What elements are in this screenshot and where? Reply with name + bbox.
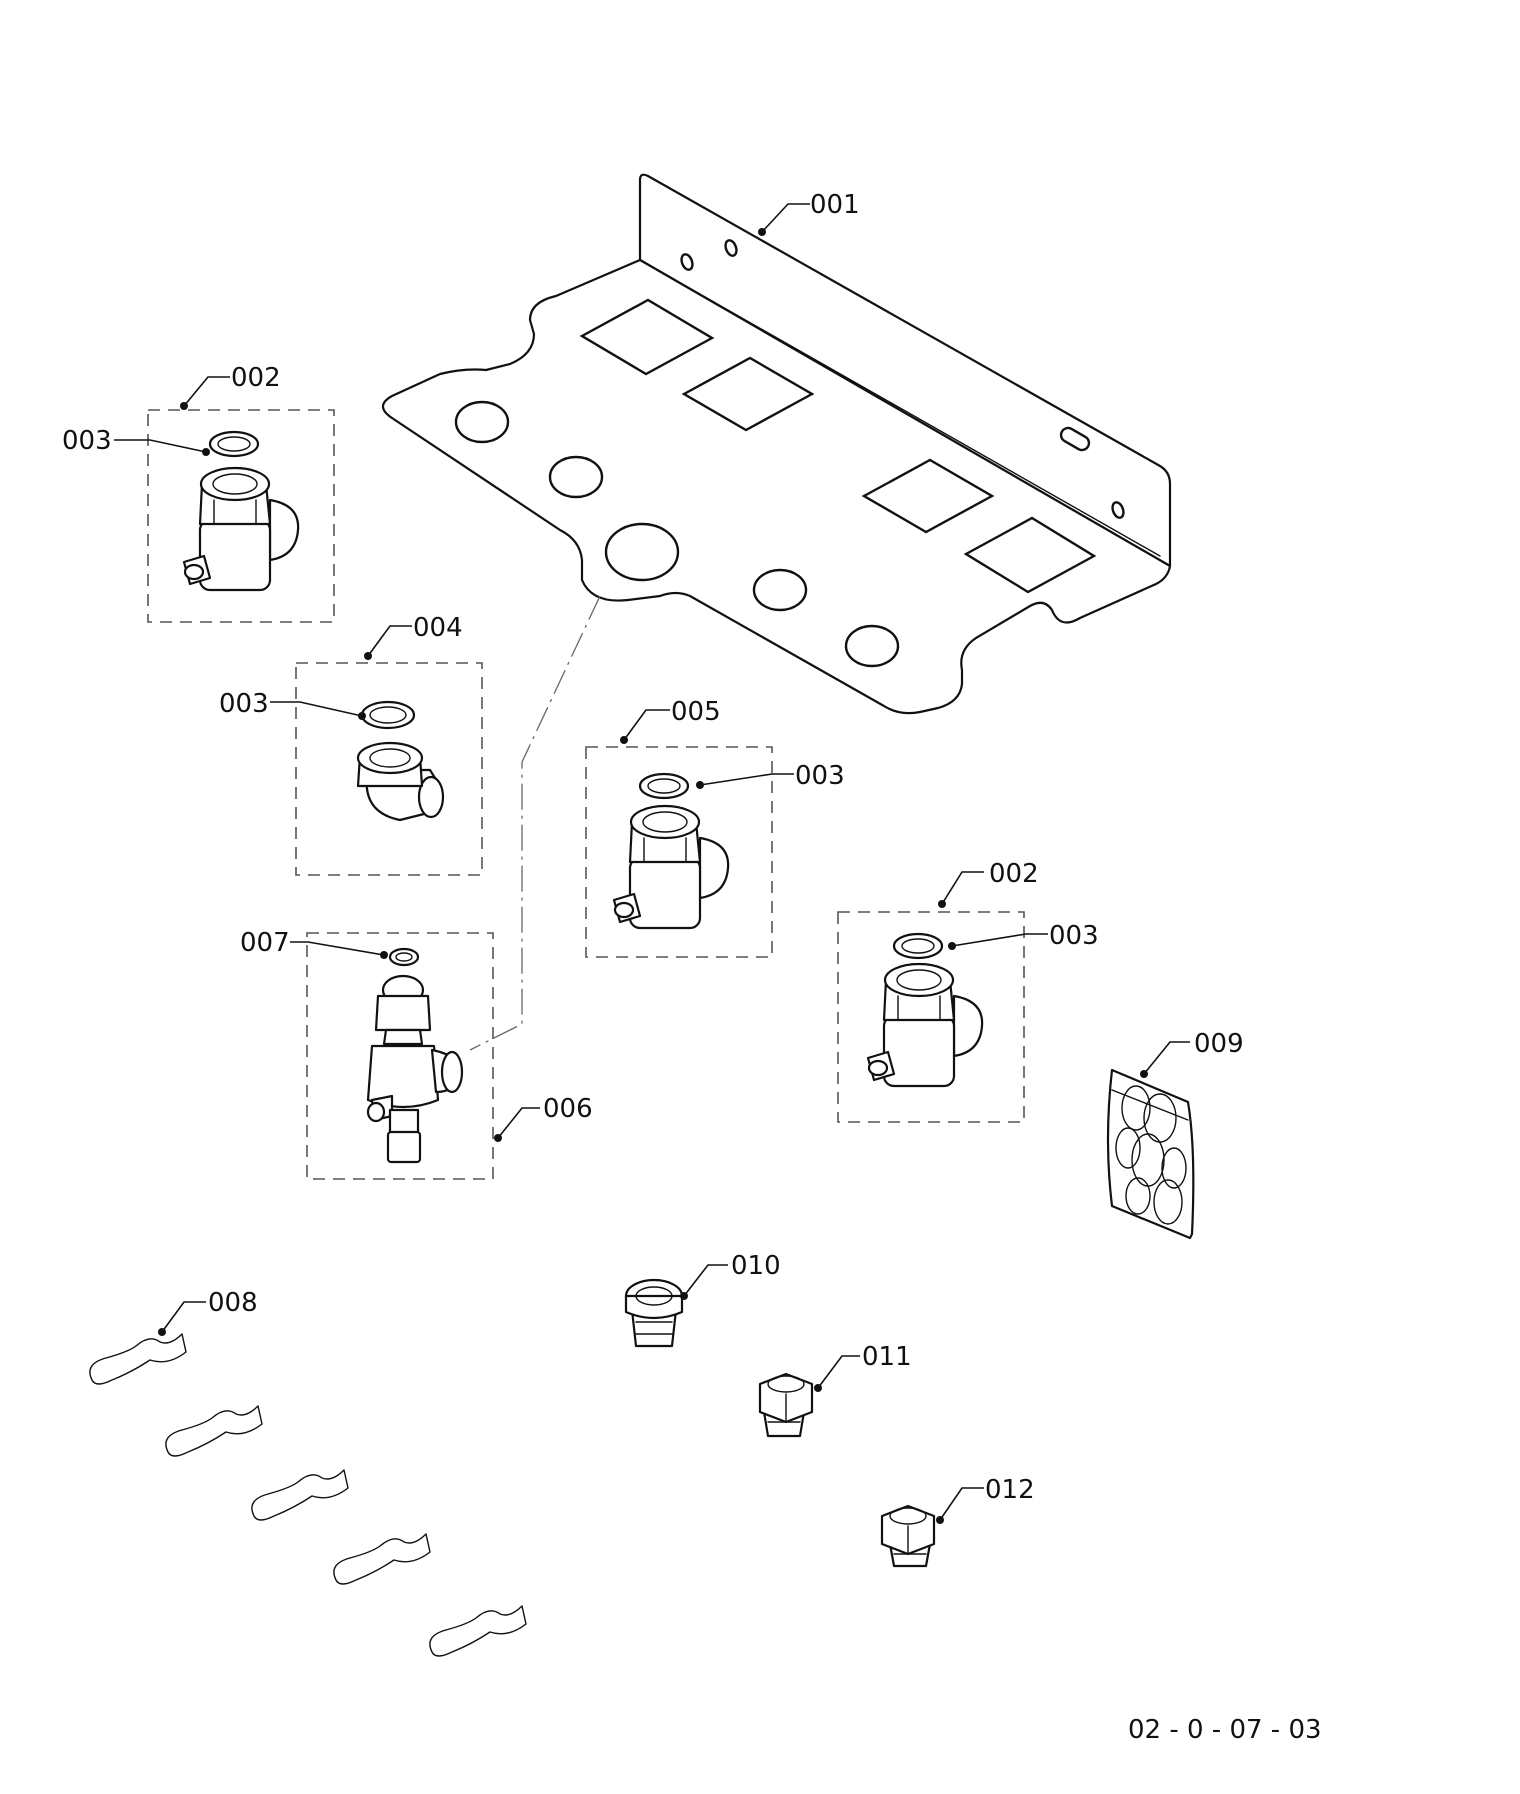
callout-012: 012 (985, 1475, 1035, 1505)
part-009-seal-kit-bag (1106, 1068, 1195, 1240)
callout-008: 008 (208, 1288, 258, 1318)
leader-lines (114, 203, 1190, 1524)
part-005-ball-valve (612, 772, 730, 930)
callout-002-top: 002 (231, 363, 281, 393)
callout-010: 010 (731, 1251, 781, 1281)
callout-001: 001 (810, 190, 860, 220)
group-box-002-top (147, 409, 335, 623)
callout-004: 004 (413, 613, 463, 643)
callout-003-b: 003 (219, 689, 269, 719)
part-006-valve (366, 947, 464, 1164)
callout-005: 005 (671, 697, 721, 727)
callout-003-a: 003 (62, 426, 112, 456)
callout-009: 009 (1194, 1029, 1244, 1059)
group-box-002-right (837, 911, 1025, 1123)
drawing-number: 02 - 0 - 07 - 03 (1128, 1715, 1322, 1745)
group-box-004 (295, 662, 483, 876)
callout-003-c: 003 (795, 761, 845, 791)
callout-003-d: 003 (1049, 921, 1099, 951)
assembly-center-line (469, 595, 601, 1051)
part-002-ball-valve-top (182, 430, 300, 592)
callout-002-right: 002 (989, 859, 1039, 889)
part-012-plug (880, 1504, 936, 1568)
part-004-elbow-fitting (356, 700, 445, 822)
part-001-mounting-bracket (381, 173, 1172, 715)
callout-007: 007 (240, 928, 290, 958)
part-010-reducer (624, 1278, 684, 1348)
group-box-006 (306, 932, 494, 1180)
part-011-plug (758, 1372, 814, 1438)
group-box-005 (585, 746, 773, 958)
callout-006: 006 (543, 1094, 593, 1124)
part-002-ball-valve-right (866, 932, 984, 1088)
part-008-pipe-clips (89, 1333, 527, 1657)
callout-011: 011 (862, 1342, 912, 1372)
